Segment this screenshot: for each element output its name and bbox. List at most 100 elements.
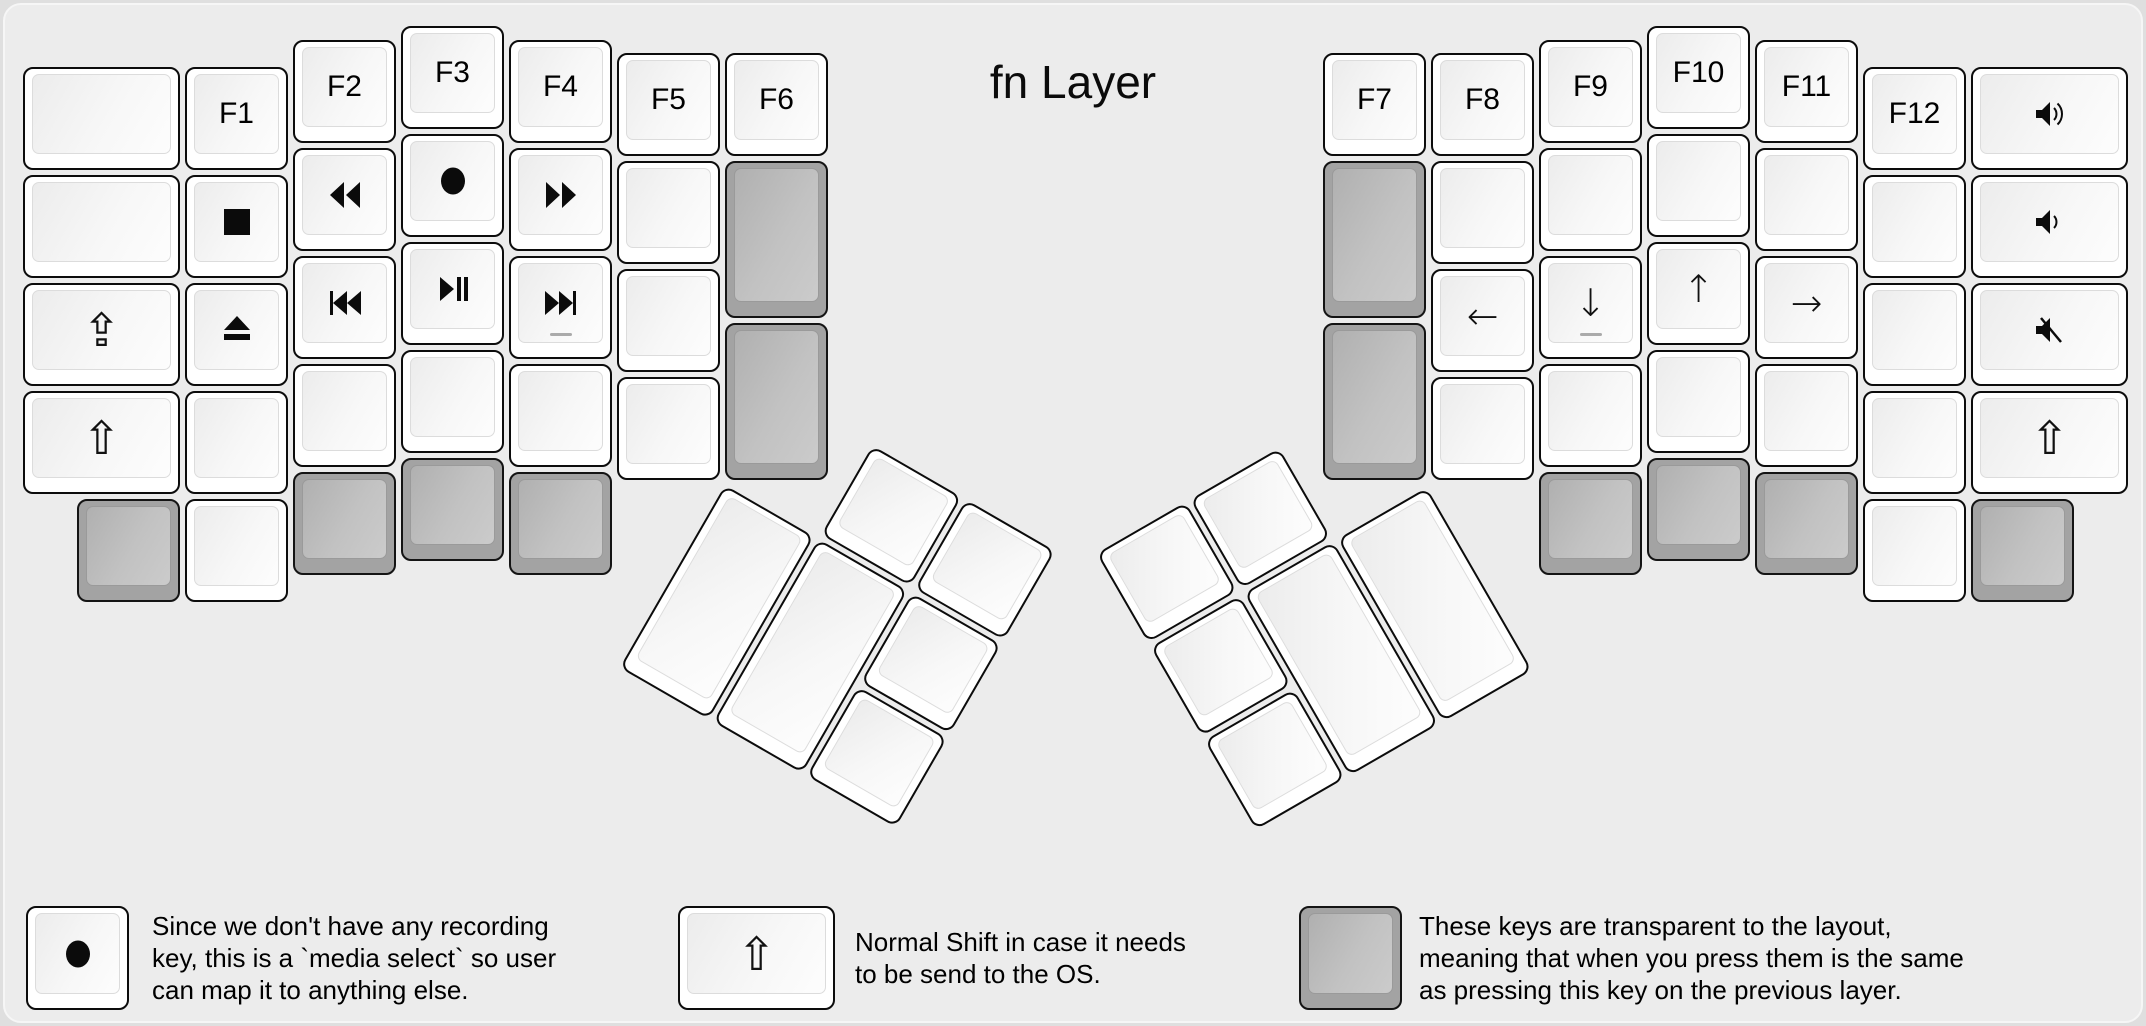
keycap-top: F11 (1764, 46, 1849, 127)
keycap-top (1872, 289, 1957, 370)
key-record (401, 134, 504, 237)
key-blank (1863, 498, 1966, 602)
key-eject (185, 282, 288, 386)
keycap-top: F4 (518, 46, 603, 127)
keycap-top (626, 384, 711, 464)
keycap-top (1764, 370, 1849, 451)
keycap-top (734, 168, 819, 302)
arrow-right-icon: → (1790, 280, 1823, 325)
key-rewind (293, 147, 396, 251)
keycap-top (1980, 181, 2119, 262)
key-shift: ⇧ (1971, 390, 2128, 494)
homing-bar (1579, 332, 1602, 336)
key-blank (23, 66, 180, 170)
keycap-top (302, 370, 387, 451)
key-blank (1755, 147, 1858, 251)
key-blank (1647, 350, 1750, 453)
key-blank (1431, 161, 1534, 264)
keycap-top (194, 181, 279, 262)
key-caps: ⇪ (23, 282, 180, 386)
key-arrow-right: → (1755, 255, 1858, 359)
legend-text-line: to be send to the OS. (855, 959, 1101, 989)
key-blank (617, 269, 720, 372)
key-blank (509, 363, 612, 467)
keycap-top: F7 (1332, 60, 1417, 140)
record-icon (437, 165, 469, 197)
key-blank (1539, 363, 1642, 467)
key-label: F4 (542, 69, 578, 103)
keycap-top (1201, 458, 1315, 571)
keycap-top: F5 (626, 60, 711, 140)
key-blank (1863, 174, 1966, 278)
key-label: F7 (1356, 83, 1392, 116)
keycap-top (194, 289, 279, 370)
keycap-top (32, 73, 171, 154)
keycap-top (930, 510, 1044, 622)
keycap-top (32, 181, 171, 262)
keycap-top (1440, 168, 1525, 248)
keycap-top: ⇧ (1980, 397, 2119, 478)
shift-icon: ⇧ (2030, 410, 2069, 465)
key-label: F6 (758, 83, 794, 116)
key-label: F9 (1572, 69, 1608, 103)
keycap-top: F3 (410, 33, 495, 113)
keycap-top (1548, 478, 1633, 559)
keycap-top (518, 478, 603, 559)
homing-bar (549, 332, 572, 336)
key-arrow-left: ← (1431, 269, 1534, 372)
key-arrow-up: ↑ (1647, 242, 1750, 345)
keycap-top: ← (1440, 276, 1525, 356)
key-blank (1863, 282, 1966, 386)
key-label: F12 (1888, 96, 1941, 130)
key-ffwd (509, 147, 612, 251)
key-voldown (1971, 174, 2128, 278)
keycap-top (1980, 73, 2119, 154)
keycap-top (1980, 505, 2065, 586)
keycap-top: ⇧ (687, 913, 826, 994)
rewind-icon (328, 179, 362, 211)
keycap-top (1548, 370, 1633, 451)
key-label: F1 (218, 96, 254, 130)
key-label: F11 (1781, 69, 1832, 103)
key-f12: F12 (1863, 66, 1966, 170)
keycap-top (35, 913, 120, 994)
keycap-top (1107, 512, 1222, 625)
key-f3: F3 (401, 26, 504, 129)
key-prev (293, 255, 396, 359)
key-blank (617, 377, 720, 480)
keycap-top: F1 (194, 73, 279, 154)
key-mute (1971, 282, 2128, 386)
keycap-top (1872, 505, 1957, 586)
keycap-top (1656, 141, 1741, 221)
keycap-top (836, 456, 951, 568)
legend-text-line: Normal Shift in case it needs (855, 927, 1186, 957)
legend-text-line: Since we don't have any recording (152, 911, 549, 941)
legend-text-line: key, this is a `media select` so user (152, 943, 557, 973)
keycap-top (194, 397, 279, 478)
keycap-top (302, 262, 387, 343)
key-f8: F8 (1431, 53, 1534, 156)
key-blank (293, 363, 396, 467)
key-transparent (1971, 498, 2074, 602)
keycap-top (1656, 357, 1741, 437)
keycap-top (1872, 181, 1957, 262)
keycap-top (1332, 168, 1417, 302)
key-transparent (725, 323, 828, 480)
key-blank (617, 161, 720, 264)
key-blank (185, 498, 288, 602)
legend-text-line: as pressing this key on the previous lay… (1419, 975, 1902, 1005)
shift-icon: ⇧ (82, 410, 121, 465)
key-blank (23, 174, 180, 278)
key-transparent (725, 161, 828, 318)
key-f10: F10 (1647, 26, 1750, 129)
legend-text-line: These keys are transparent to the layout… (1419, 911, 1892, 941)
keycap-top (1308, 913, 1393, 994)
stop-icon (221, 206, 253, 238)
legend-key-2: ⇧ (678, 906, 835, 1010)
key-label: F8 (1464, 83, 1500, 116)
volume-up-icon (2033, 98, 2067, 130)
key-f4: F4 (509, 39, 612, 143)
legend-text-line: meaning that when you press them is the … (1419, 943, 1964, 973)
